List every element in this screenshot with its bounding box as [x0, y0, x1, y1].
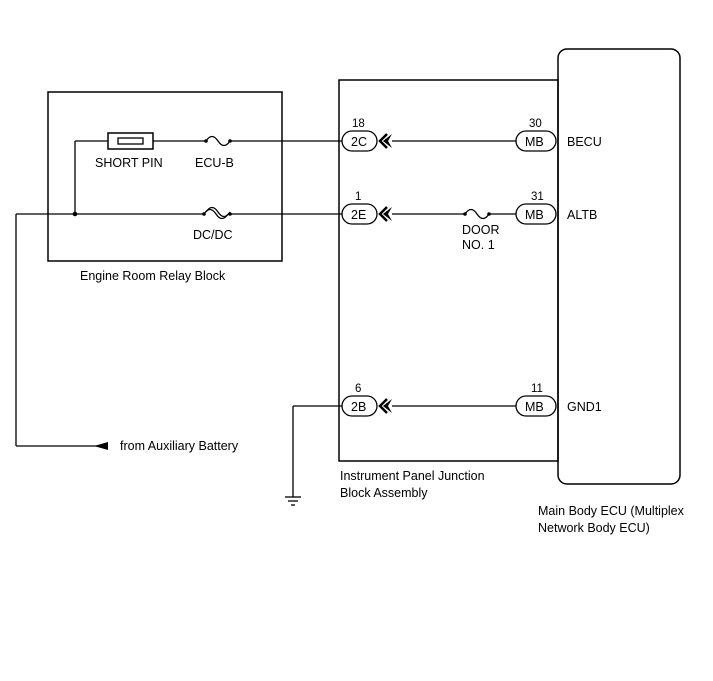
fuse-ecu-b-terminal-left — [204, 139, 208, 143]
fuse-dcdc-symbol-b — [205, 206, 231, 218]
fuse-dcdc-terminal-left — [202, 212, 206, 216]
signal-label: BECU — [567, 135, 602, 149]
jb-connector-label: 2E — [351, 208, 366, 222]
short-pin-body — [107, 132, 154, 150]
short-pin-label: SHORT PIN — [95, 156, 163, 170]
connector-mb-30 — [515, 130, 557, 152]
connector-arrow-icon — [383, 399, 392, 413]
fuse-door-label-line2: NO. 1 — [462, 238, 495, 252]
fuse-dcdc-label: DC/DC — [193, 228, 233, 242]
fuse-ecu-b-symbol — [205, 135, 231, 147]
jb-connector-label: 2C — [351, 135, 367, 149]
connector-2e — [341, 203, 378, 225]
connector-mb-11 — [515, 395, 557, 417]
instrument-panel-jb-title-line1: Instrument Panel Junction — [340, 469, 485, 483]
connector-arrow-icon — [383, 207, 392, 221]
engine-room-relay-block-box — [47, 91, 283, 262]
jb-pin-number: 18 — [352, 118, 365, 130]
short-pin-element — [117, 137, 144, 145]
connector-arrow-icon — [378, 206, 388, 222]
connector-arrow-icon — [378, 398, 388, 414]
ecu-pin-number: 11 — [531, 383, 543, 395]
main-body-ecu-title-line2: Network Body ECU) — [538, 521, 650, 535]
ecu-connector-label: MB — [525, 135, 544, 149]
fuse-door-label-line1: DOOR — [462, 223, 500, 237]
signal-label: ALTB — [567, 208, 597, 222]
ecu-pin-number: 30 — [529, 118, 542, 130]
battery-arrow-icon — [94, 442, 108, 450]
jb-pin-number: 6 — [355, 383, 361, 395]
fuse-door-terminal-left — [463, 212, 467, 216]
signal-label: GND1 — [567, 400, 602, 414]
junction-dot — [72, 211, 78, 217]
connector-arrow-icon — [378, 133, 388, 149]
engine-room-relay-block-title: Engine Room Relay Block — [80, 269, 226, 283]
connector-arrow-icon — [383, 134, 392, 148]
jb-pin-number: 1 — [355, 191, 361, 203]
main-body-ecu-title-line1: Main Body ECU (Multiplex — [538, 504, 685, 518]
ecu-connector-label: MB — [525, 208, 544, 222]
fuse-ecu-b-label: ECU-B — [195, 156, 234, 170]
ecu-connector-label: MB — [525, 400, 544, 414]
connector-2c — [341, 130, 378, 152]
ecu-pin-number: 31 — [531, 191, 544, 203]
battery-label: from Auxiliary Battery — [120, 439, 239, 453]
main-body-ecu-box — [557, 48, 681, 485]
ground-icon — [285, 496, 301, 506]
instrument-panel-jb-title-line2: Block Assembly — [340, 486, 428, 500]
jb-connector-label: 2B — [351, 400, 366, 414]
connector-mb-31 — [515, 203, 557, 225]
fuse-door-no1-symbol — [464, 208, 490, 220]
